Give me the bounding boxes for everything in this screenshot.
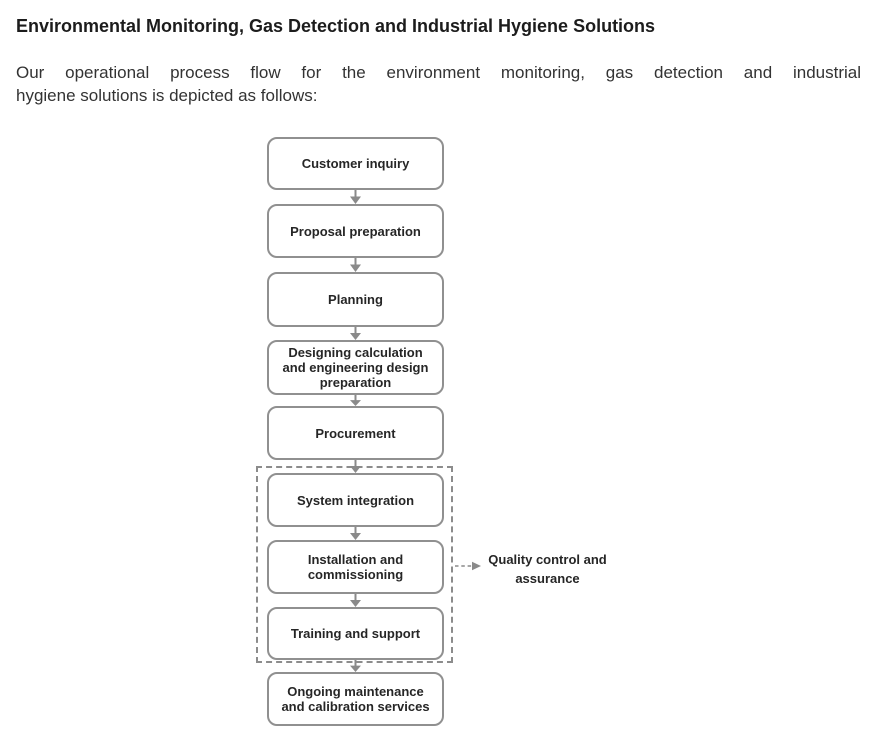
page-title: Environmental Monitoring, Gas Detection … xyxy=(16,16,656,36)
intro-line-1: Our operational process flow for the env… xyxy=(16,63,861,82)
arrow-down-icon xyxy=(348,327,363,340)
arrow-down-icon xyxy=(348,258,363,272)
flow-step-designing-calculation: Designing calculation and engineering de… xyxy=(267,340,444,395)
flow-step-customer-inquiry: Customer inquiry xyxy=(267,137,444,190)
arrow-down-icon xyxy=(348,395,363,406)
flow-step-installation-commissioning: Installation and commissioning xyxy=(267,540,444,594)
flow-step-system-integration: System integration xyxy=(267,473,444,527)
flow-step-ongoing-maintenance: Ongoing maintenance and calibration serv… xyxy=(267,672,444,726)
intro-line-2: hygiene solutions is depicted as follows… xyxy=(16,86,318,105)
flow-step-proposal-preparation: Proposal preparation xyxy=(267,204,444,258)
arrow-down-icon xyxy=(348,594,363,607)
dashed-arrow-right-icon xyxy=(455,559,481,573)
flow-step-planning: Planning xyxy=(267,272,444,327)
flow-step-training-support: Training and support xyxy=(267,607,444,660)
flow-step-procurement: Procurement xyxy=(267,406,444,460)
arrow-down-icon xyxy=(348,660,363,672)
arrow-down-icon xyxy=(348,190,363,204)
arrow-down-icon xyxy=(348,527,363,540)
arrow-down-icon xyxy=(348,460,363,473)
intro-paragraph: Our operational process flow for the env… xyxy=(16,61,861,107)
quality-control-annotation: Quality control and assurance xyxy=(488,552,607,586)
